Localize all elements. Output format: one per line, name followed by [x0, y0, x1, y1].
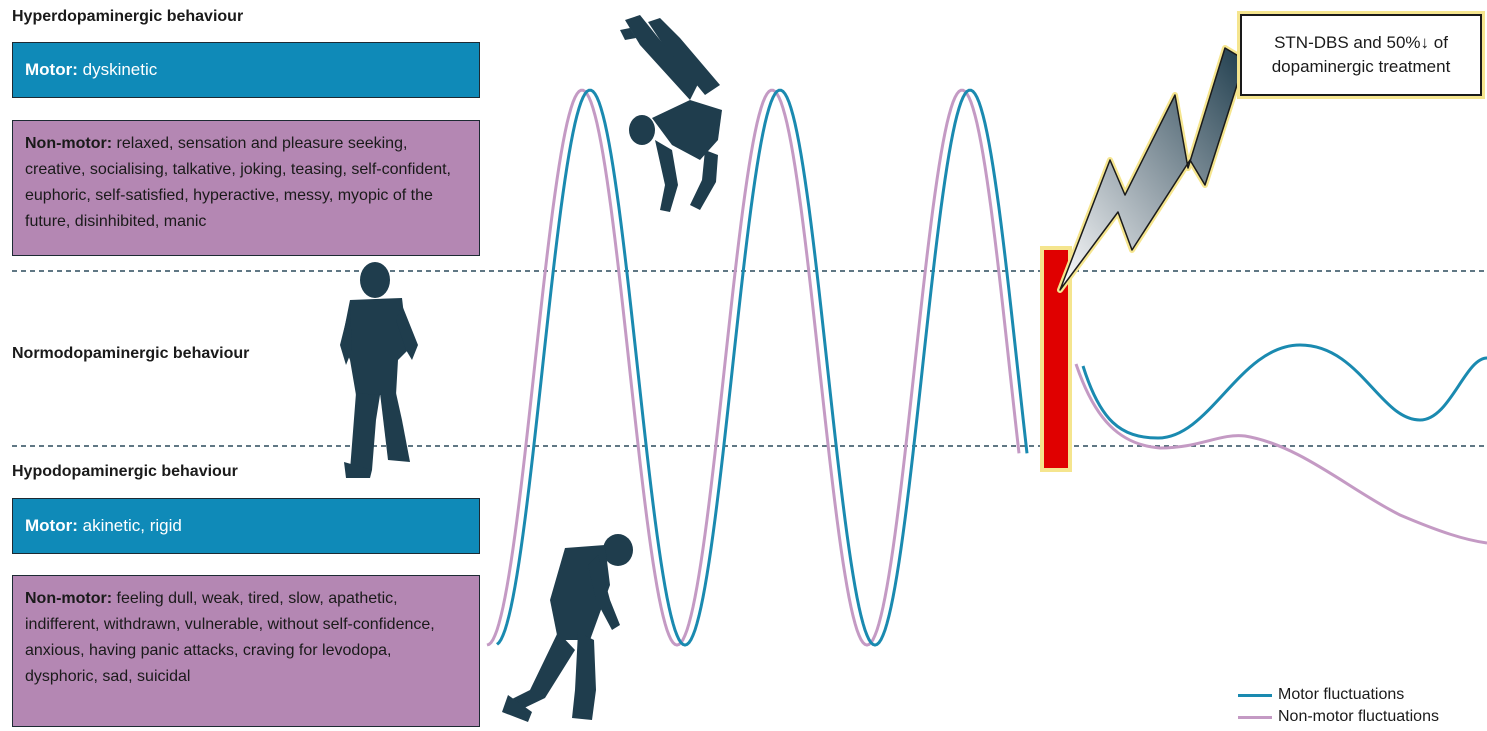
handstand-person-icon [620, 15, 722, 212]
hypo-title: Hypodopaminergic behaviour [12, 463, 238, 480]
legend-label-nonmotor: Non-motor fluctuations [1278, 708, 1439, 725]
legend: Motor fluctuations Non-motor fluctuation… [1238, 684, 1439, 728]
dbs-callout-text: STN-DBS and 50%↓ of dopaminergic treatme… [1271, 33, 1451, 76]
lightning-bolt-icon [1057, 45, 1248, 293]
motor-post-dbs-curve [1081, 343, 1487, 440]
motor-fluctuation-curve [495, 88, 1029, 647]
legend-swatch-nonmotor [1238, 715, 1272, 719]
hypo-nonmotor-box: Non-motor: feeling dull, weak, tired, sl… [12, 575, 480, 727]
standing-person-icon [340, 262, 418, 478]
nonmotor-fluctuation-curve [486, 88, 1021, 647]
hyper-motor-label: Motor: [25, 60, 78, 79]
hyper-nonmotor-label: Non-motor: [25, 135, 113, 152]
dbs-callout: STN-DBS and 50%↓ of dopaminergic treatme… [1237, 11, 1485, 99]
hypo-motor-box: Motor: akinetic, rigid [12, 498, 480, 554]
hypo-motor-text: akinetic, rigid [82, 516, 182, 535]
legend-item-nonmotor: Non-motor fluctuations [1238, 706, 1439, 728]
hyper-nonmotor-box: Non-motor: relaxed, sensation and pleasu… [12, 120, 480, 256]
stooped-person-icon [502, 534, 633, 722]
hyper-motor-text: dyskinetic [82, 60, 158, 79]
legend-label-motor: Motor fluctuations [1278, 686, 1405, 703]
hyper-title: Hyperdopaminergic behaviour [12, 8, 244, 25]
hyper-motor-box: Motor: dyskinetic [12, 42, 480, 98]
legend-swatch-motor [1238, 693, 1272, 697]
hypo-motor-label: Motor: [25, 516, 78, 535]
hypo-nonmotor-text: feeling dull, weak, tired, slow, apathet… [25, 590, 435, 685]
legend-item-motor: Motor fluctuations [1238, 684, 1439, 706]
hypo-nonmotor-label: Non-motor: [25, 590, 113, 607]
nonmotor-post-dbs-curve [1074, 363, 1487, 545]
hyper-nonmotor-text: relaxed, sensation and pleasure seeking,… [25, 135, 451, 230]
normo-title: Normodopaminergic behaviour [12, 345, 250, 362]
